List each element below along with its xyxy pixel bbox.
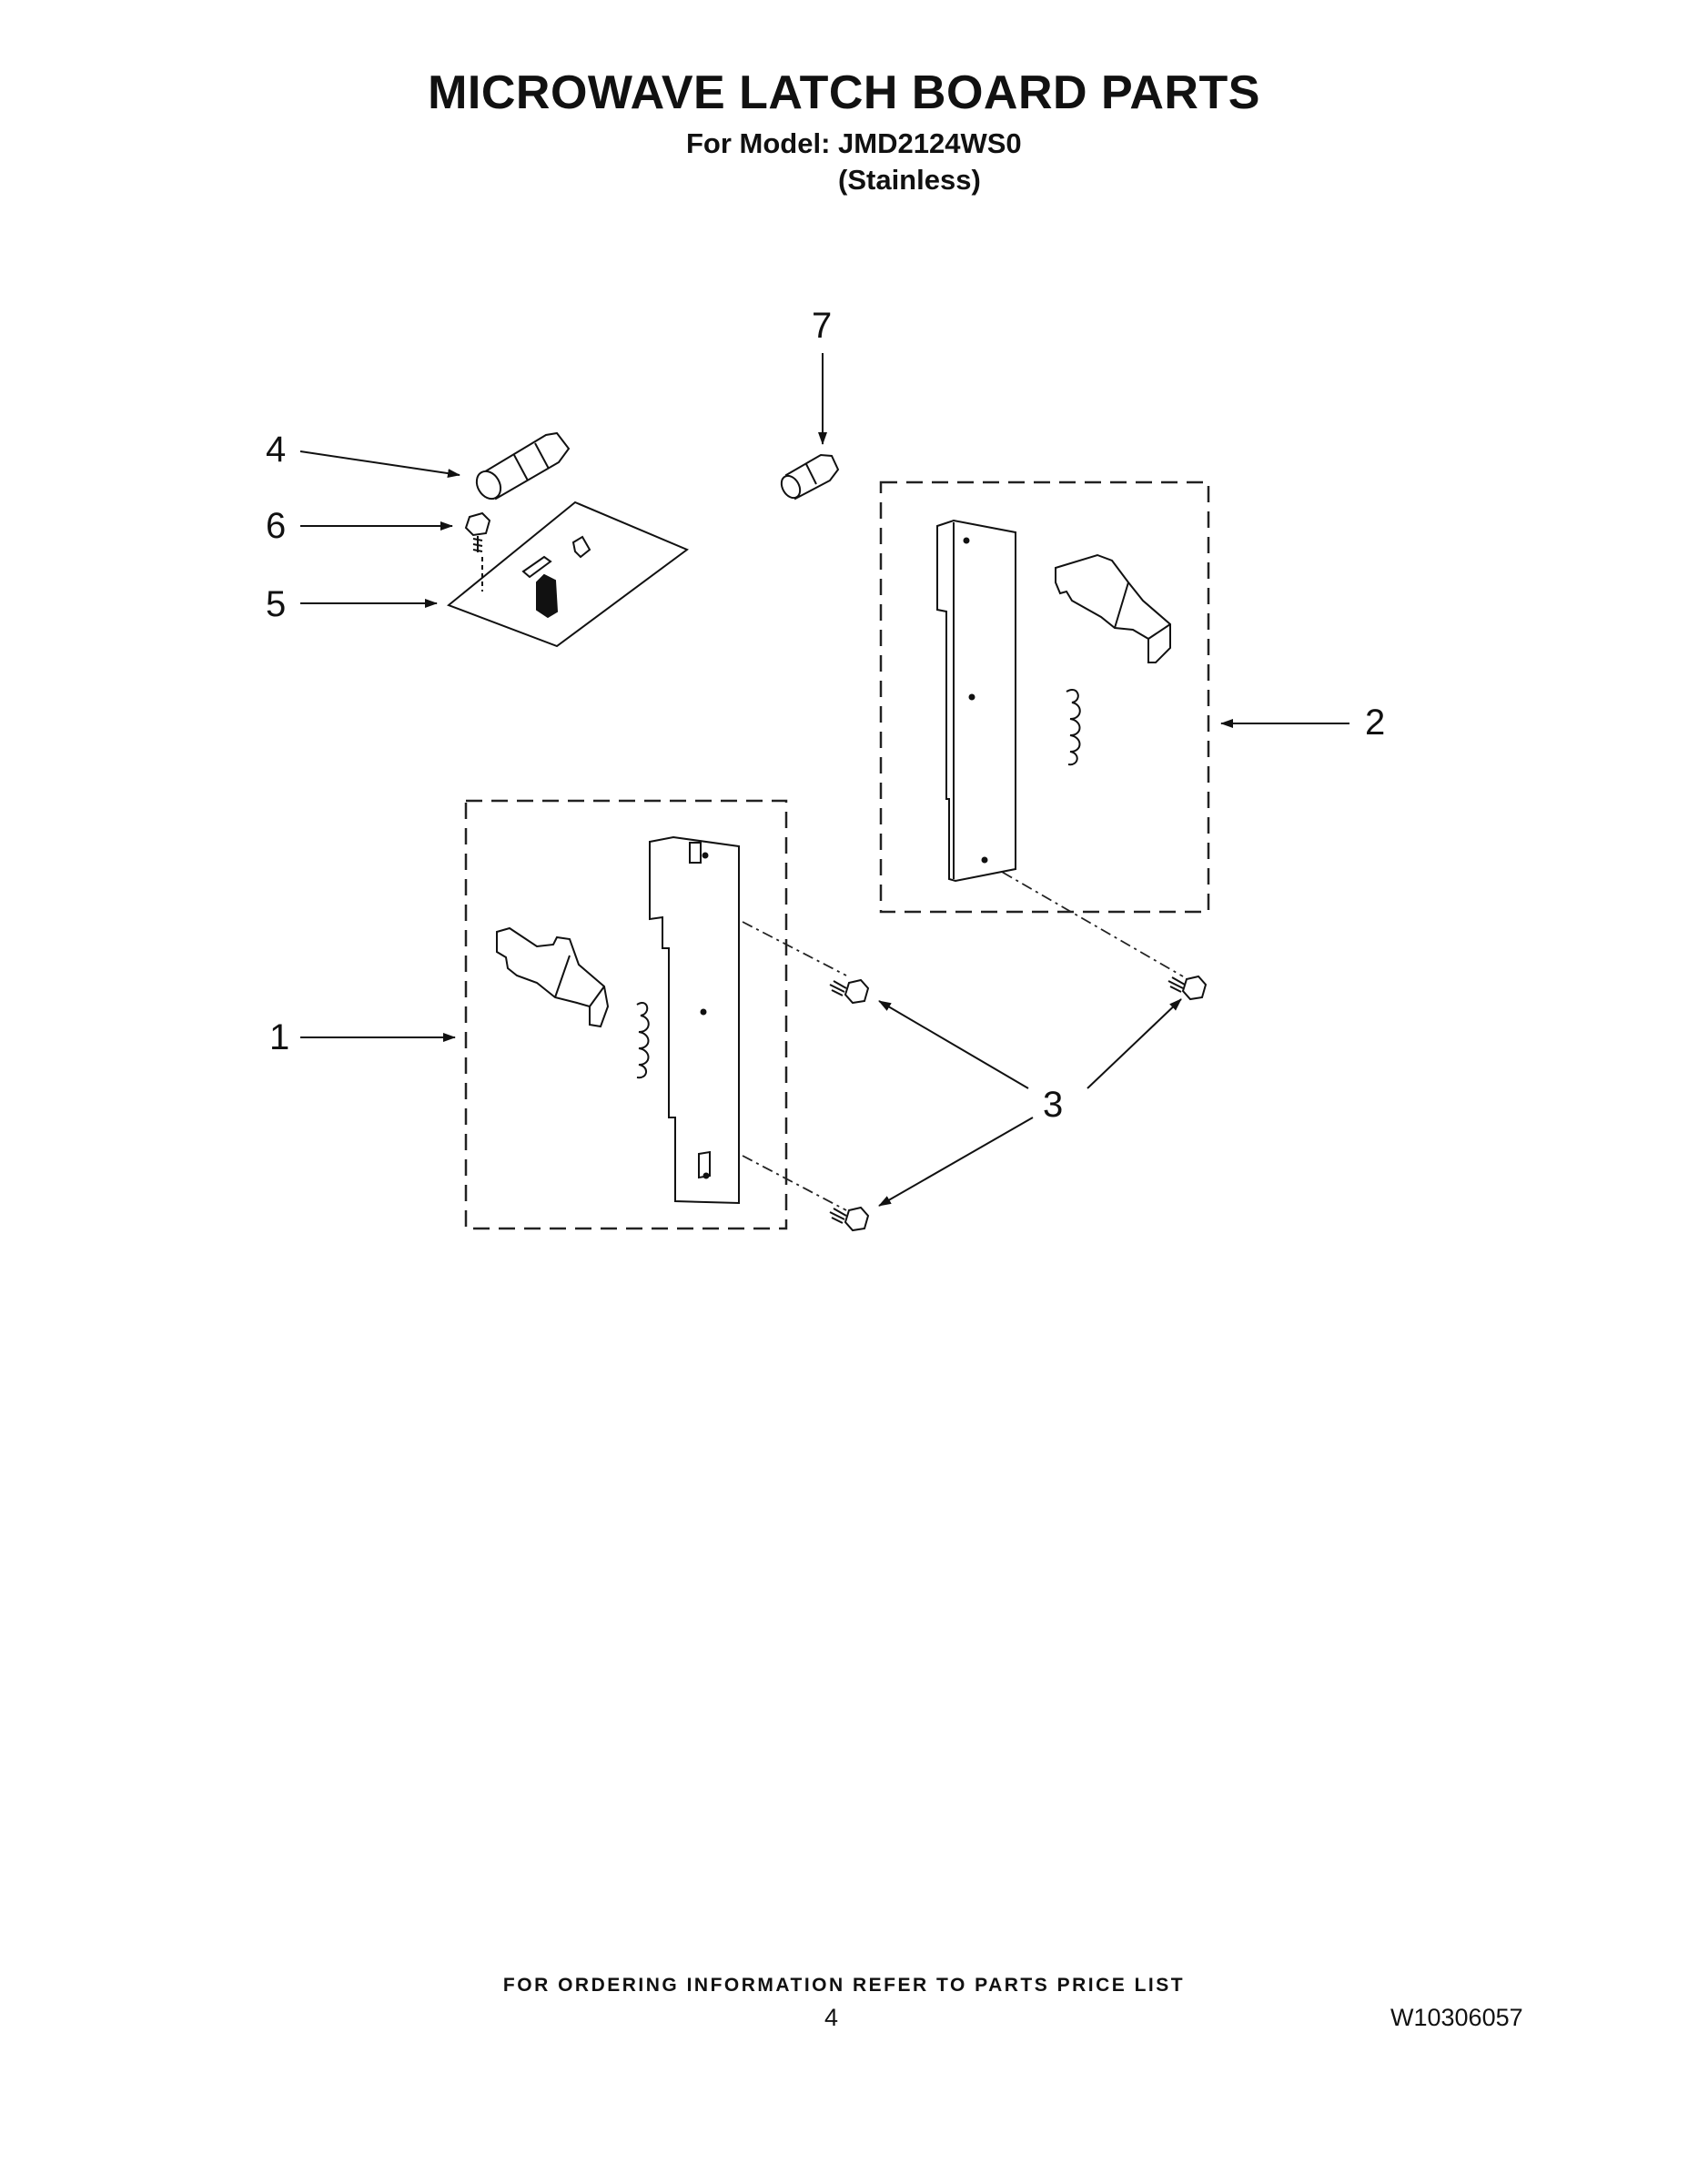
callout-5: 5 (266, 584, 287, 624)
screw-part-3 (829, 978, 870, 1005)
callout-1: 1 (269, 1017, 290, 1057)
latch-bracket-assembly-2 (936, 519, 1171, 883)
ordering-note: FOR ORDERING INFORMATION REFER TO PARTS … (502, 1975, 1186, 1996)
assembly-2-box (879, 480, 1210, 914)
screw-part-6 (464, 511, 491, 552)
callout-3: 3 (1043, 1085, 1064, 1125)
callout-3-leader-c (878, 1117, 1034, 1207)
callout-3-leader-b (1087, 998, 1182, 1089)
cylinder-part-7 (780, 453, 840, 500)
page-title: MICROWAVE LATCH BOARD PARTS (428, 66, 1260, 119)
screw-alignment-line (742, 1155, 847, 1211)
callout-7: 7 (812, 306, 833, 346)
callout-4: 4 (266, 430, 287, 470)
screw-alignment-line (742, 921, 847, 976)
callout-4-leader (299, 450, 460, 479)
callout-3-leader-a (878, 1000, 1029, 1089)
model-number: For Model: JMD2124WS0 (686, 127, 1022, 159)
screw-part-3 (829, 1206, 870, 1232)
callout-2: 2 (1365, 703, 1386, 743)
page-number: 4 (824, 2004, 839, 2031)
latch-board-part-5 (447, 500, 690, 648)
latch-bracket-assembly-1 (496, 835, 740, 1205)
sleeve-part-4 (475, 431, 571, 500)
screw-part-3 (1167, 975, 1208, 1001)
screw-alignment-line (982, 860, 1184, 977)
callout-6: 6 (266, 506, 287, 546)
model-finish: (Stainless) (838, 164, 981, 196)
document-number: W10306057 (1390, 2004, 1523, 2031)
assembly-1-box (464, 799, 788, 1230)
